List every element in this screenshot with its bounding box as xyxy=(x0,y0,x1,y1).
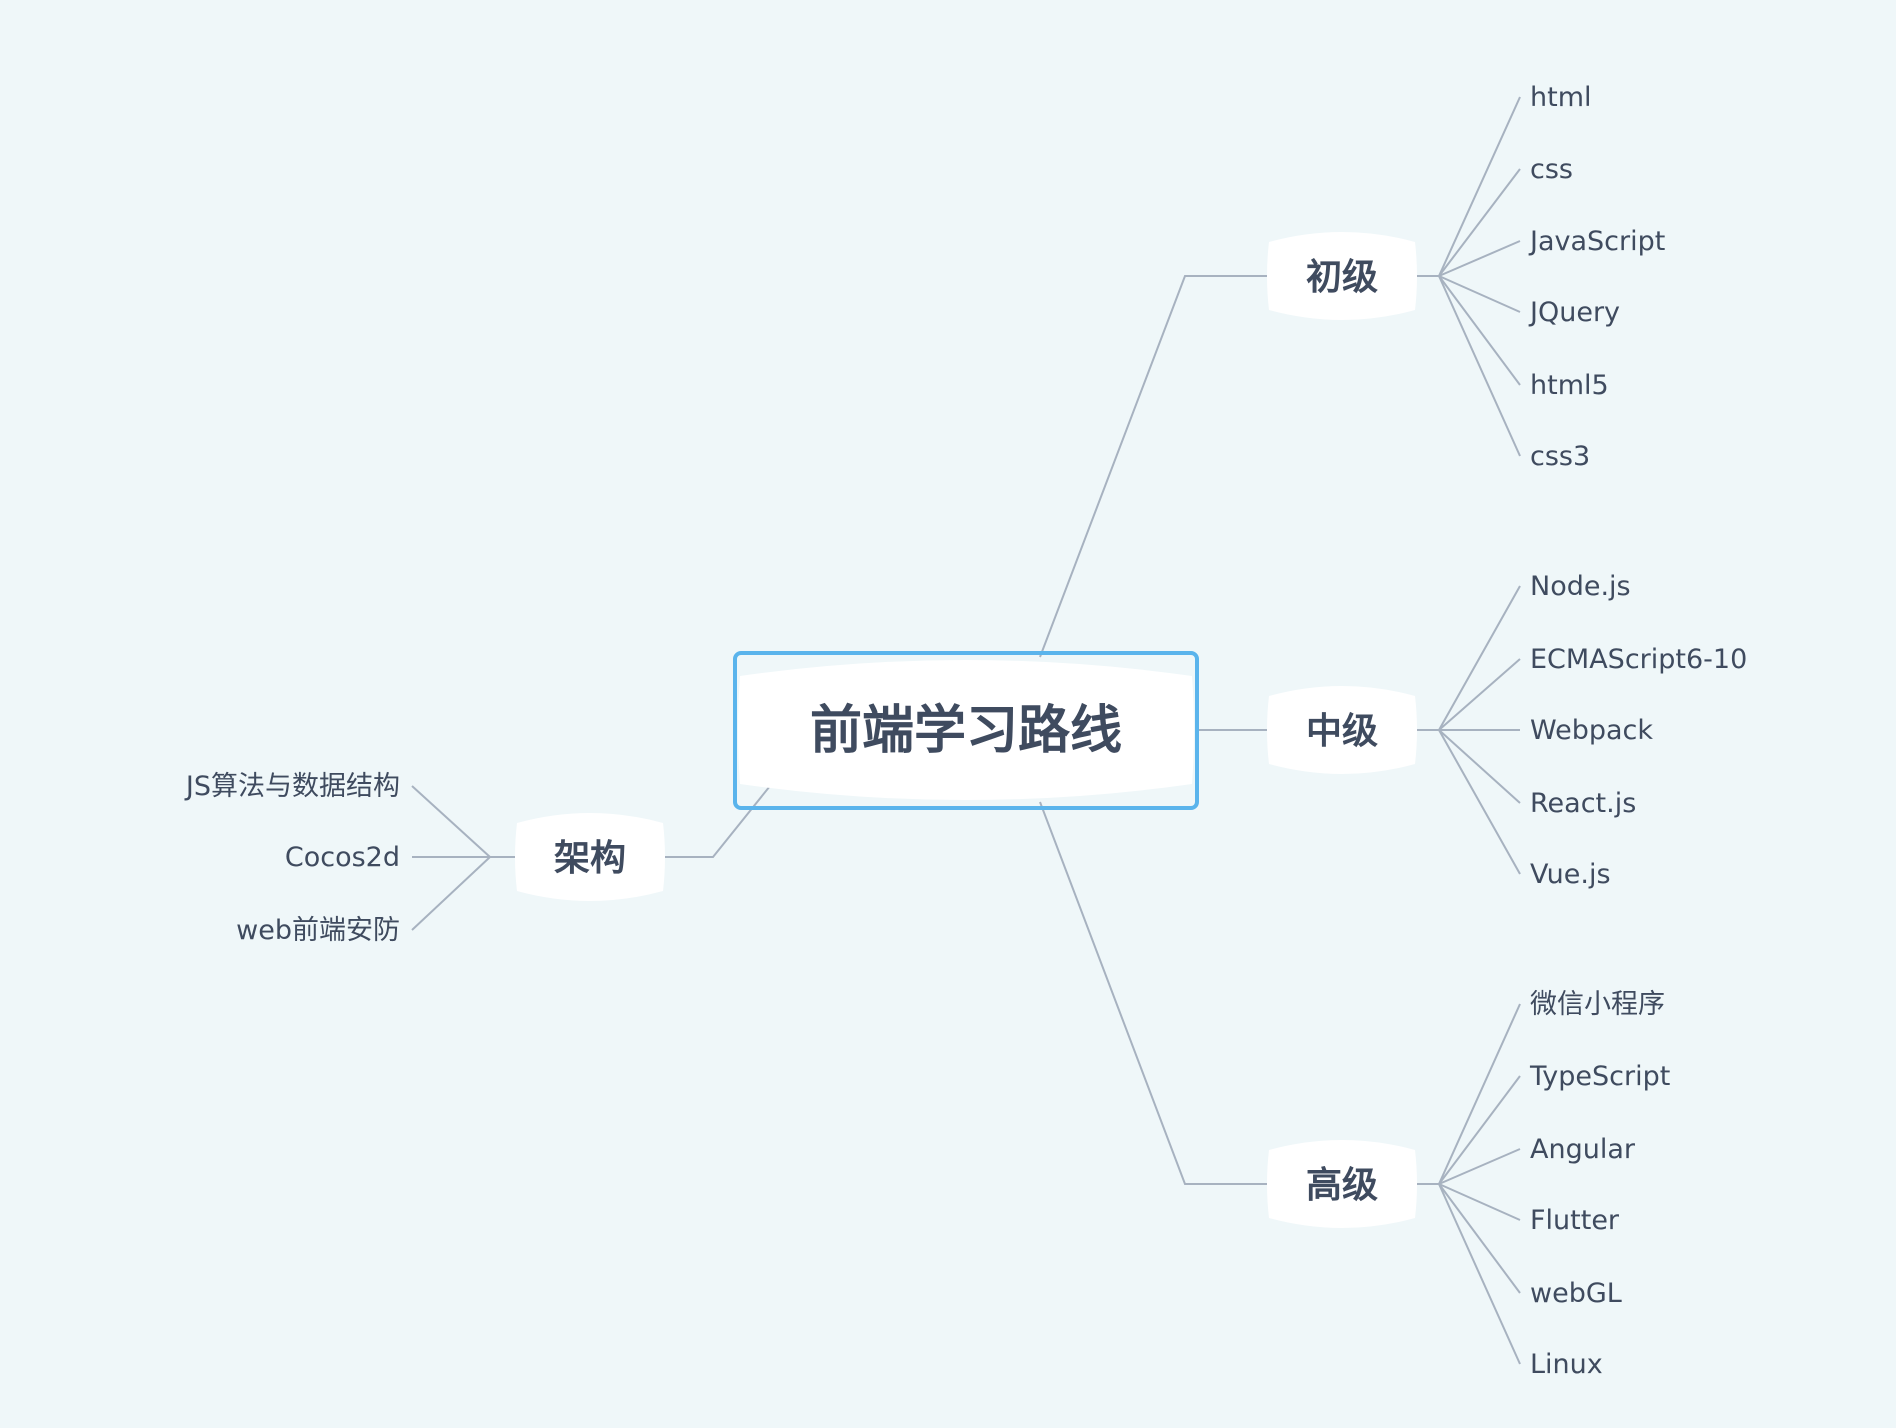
leaf-node[interactable]: Angular xyxy=(1530,1134,1636,1165)
leaf-connector xyxy=(1438,275,1521,457)
branch-node-shape xyxy=(1267,686,1417,774)
leaf-connector xyxy=(1438,729,1521,804)
leaf-node[interactable]: Cocos2d xyxy=(285,842,400,873)
leaf-node[interactable]: Webpack xyxy=(1530,715,1653,746)
leaf-node[interactable]: TypeScript xyxy=(1529,1061,1670,1092)
leaf-node[interactable]: web前端安防 xyxy=(236,915,400,946)
branch-connector xyxy=(663,785,771,858)
branch-node-2[interactable]: 中级 xyxy=(1267,686,1417,774)
leaf-connector xyxy=(1438,1183,1521,1365)
leaf-node[interactable]: html5 xyxy=(1530,370,1609,401)
leaf-connector xyxy=(411,785,491,858)
branch-node-shape xyxy=(515,813,665,901)
leaf-node[interactable]: Node.js xyxy=(1530,571,1631,602)
leaf-connector xyxy=(1438,168,1521,277)
leaf-node[interactable]: React.js xyxy=(1530,788,1636,819)
leaf-connector xyxy=(1438,729,1521,875)
leaf-node[interactable]: 微信小程序 xyxy=(1530,989,1665,1020)
branch-connector xyxy=(1039,275,1269,658)
leaf-connector xyxy=(1438,96,1521,277)
leaf-node[interactable]: html xyxy=(1530,82,1592,113)
root-node[interactable]: 前端学习路线 xyxy=(733,651,1199,810)
leaf-node[interactable]: css3 xyxy=(1530,441,1590,472)
leaf-connector xyxy=(1438,1075,1521,1185)
root-node-shape xyxy=(738,660,1194,800)
leaf-node[interactable]: Flutter xyxy=(1530,1205,1620,1236)
leaf-connector xyxy=(1438,658,1521,731)
leaf-connector xyxy=(1438,1183,1521,1221)
leaf-connector xyxy=(411,856,491,931)
leaf-node[interactable]: JS算法与数据结构 xyxy=(184,771,400,802)
branch-node-label: 高级 xyxy=(1306,1165,1378,1206)
branch-node-label: 中级 xyxy=(1306,711,1378,752)
leaf-node[interactable]: Vue.js xyxy=(1530,859,1611,890)
leaf-connector xyxy=(1438,1183,1521,1294)
leaf-connector xyxy=(1438,275,1521,313)
leaf-connector xyxy=(1438,275,1521,386)
leaf-node[interactable]: Linux xyxy=(1530,1349,1603,1380)
branch-node-shape xyxy=(1267,232,1417,320)
connector-lines xyxy=(411,96,1521,1365)
branch-node-1[interactable]: 初级 xyxy=(1267,232,1417,320)
branch-node-label: 架构 xyxy=(554,838,626,879)
leaf-node[interactable]: webGL xyxy=(1530,1278,1622,1309)
leaf-node[interactable]: ECMAScript6-10 xyxy=(1530,644,1747,675)
leaf-connector xyxy=(1438,1148,1521,1185)
branch-node-3[interactable]: 高级 xyxy=(1267,1140,1417,1228)
leaf-node[interactable]: JQuery xyxy=(1528,297,1620,328)
root-node-selection-border xyxy=(733,651,1199,810)
leaf-connector xyxy=(1438,1003,1521,1185)
branch-node-shape xyxy=(1267,1140,1417,1228)
branch-connector xyxy=(1039,801,1269,1185)
leaf-node[interactable]: JavaScript xyxy=(1528,226,1665,257)
branch-node-4[interactable]: 架构 xyxy=(515,813,665,901)
branch-node-label: 初级 xyxy=(1306,257,1378,298)
root-node-label: 前端学习路线 xyxy=(810,701,1122,761)
leaf-node[interactable]: css xyxy=(1530,154,1573,185)
leaf-connector xyxy=(1438,585,1521,731)
leaf-connector xyxy=(1438,240,1521,277)
